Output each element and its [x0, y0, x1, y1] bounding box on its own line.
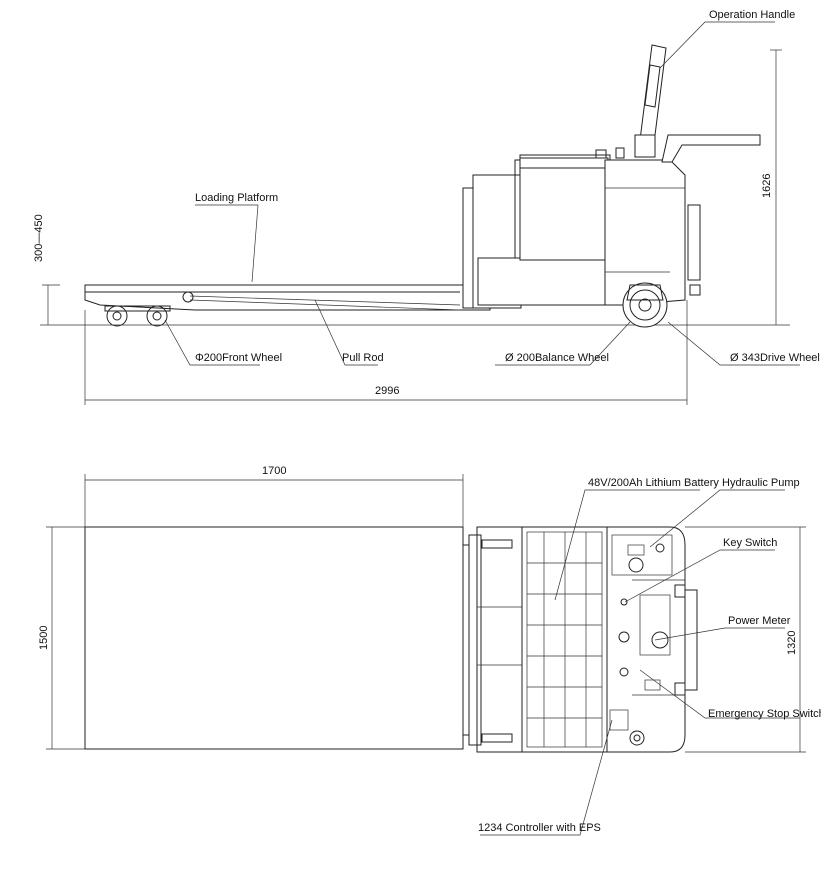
top-dimensions	[46, 474, 806, 753]
side-leaders	[164, 21, 800, 366]
key-switch-label: Key Switch	[723, 537, 777, 549]
front-wheel-label: Φ200Front Wheel	[195, 352, 282, 364]
pull-rod-label: Pull Rod	[342, 352, 384, 364]
loading-platform-label: Loading Platform	[195, 192, 278, 204]
top-leaders	[480, 489, 800, 836]
side-dimensions	[42, 49, 782, 405]
operation-handle-label: Operation Handle	[709, 9, 795, 21]
controller-label: 1234 Controller with EPS	[478, 822, 601, 834]
emergency-stop-label: Emergency Stop Switch	[708, 708, 821, 720]
operation-handle-shape	[634, 44, 761, 163]
body-width-dimension: 1320	[786, 631, 798, 655]
length-dimension: 2996	[375, 385, 399, 397]
hydraulic-pump-label: Hydraulic Pump	[722, 477, 800, 489]
top-view: 48V/200Ah Lithium Battery Hydraulic Pump…	[38, 465, 821, 836]
height-dimension: 1626	[761, 174, 773, 198]
control-compartment	[606, 526, 686, 753]
power-meter-label: Power Meter	[728, 615, 791, 627]
drive-wheel-label: Ø 343Drive Wheel	[730, 352, 820, 364]
battery-pack	[521, 526, 608, 753]
drive-wheel	[622, 282, 668, 328]
tractor-body	[477, 147, 686, 306]
side-view: Operation Handle Loading Platform Φ200Fr…	[33, 9, 820, 405]
battery-label: 48V/200Ah Lithium Battery	[588, 477, 719, 489]
platform-height-dimension: 300—450	[33, 214, 45, 262]
rear-guard	[687, 204, 701, 296]
platform-width-dimension: 1500	[38, 626, 50, 650]
platform-top	[84, 526, 464, 750]
platform-length-dimension: 1700	[262, 465, 286, 477]
top-handle	[632, 579, 698, 696]
balance-wheel-label: Ø 200Balance Wheel	[505, 352, 609, 364]
fork-area	[476, 526, 523, 753]
front-wheels	[104, 305, 171, 327]
